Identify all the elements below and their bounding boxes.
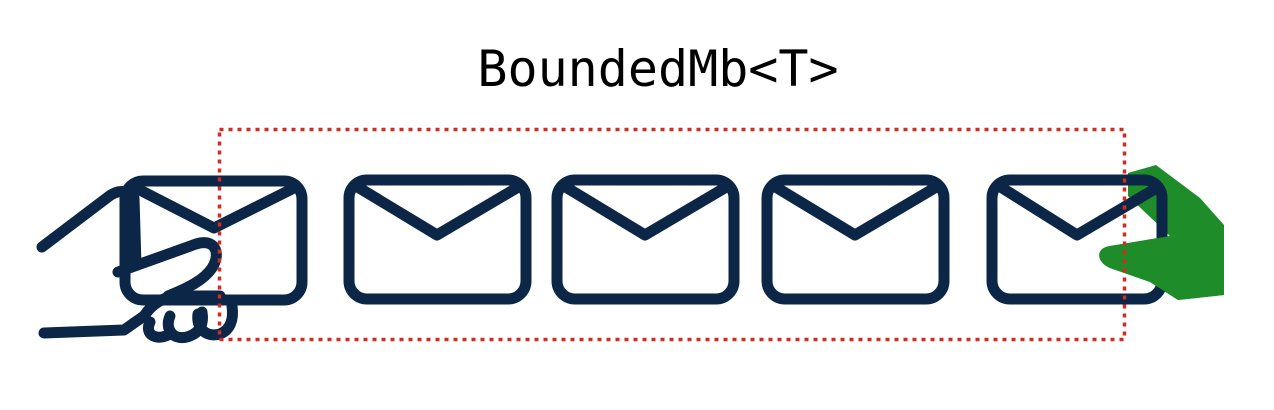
receiving-hand-thumb: [1099, 236, 1224, 300]
envelope-icon: [343, 174, 532, 305]
mailbox-boundary: [217, 127, 1127, 342]
envelope-icon: [986, 174, 1168, 305]
sending-hand-icon: [36, 186, 238, 343]
envelope-icon: [761, 174, 950, 305]
envelope-queue: [119, 174, 1168, 306]
envelope-icon: [551, 174, 740, 305]
diagram-title: BoundedMb<T>: [477, 40, 839, 98]
